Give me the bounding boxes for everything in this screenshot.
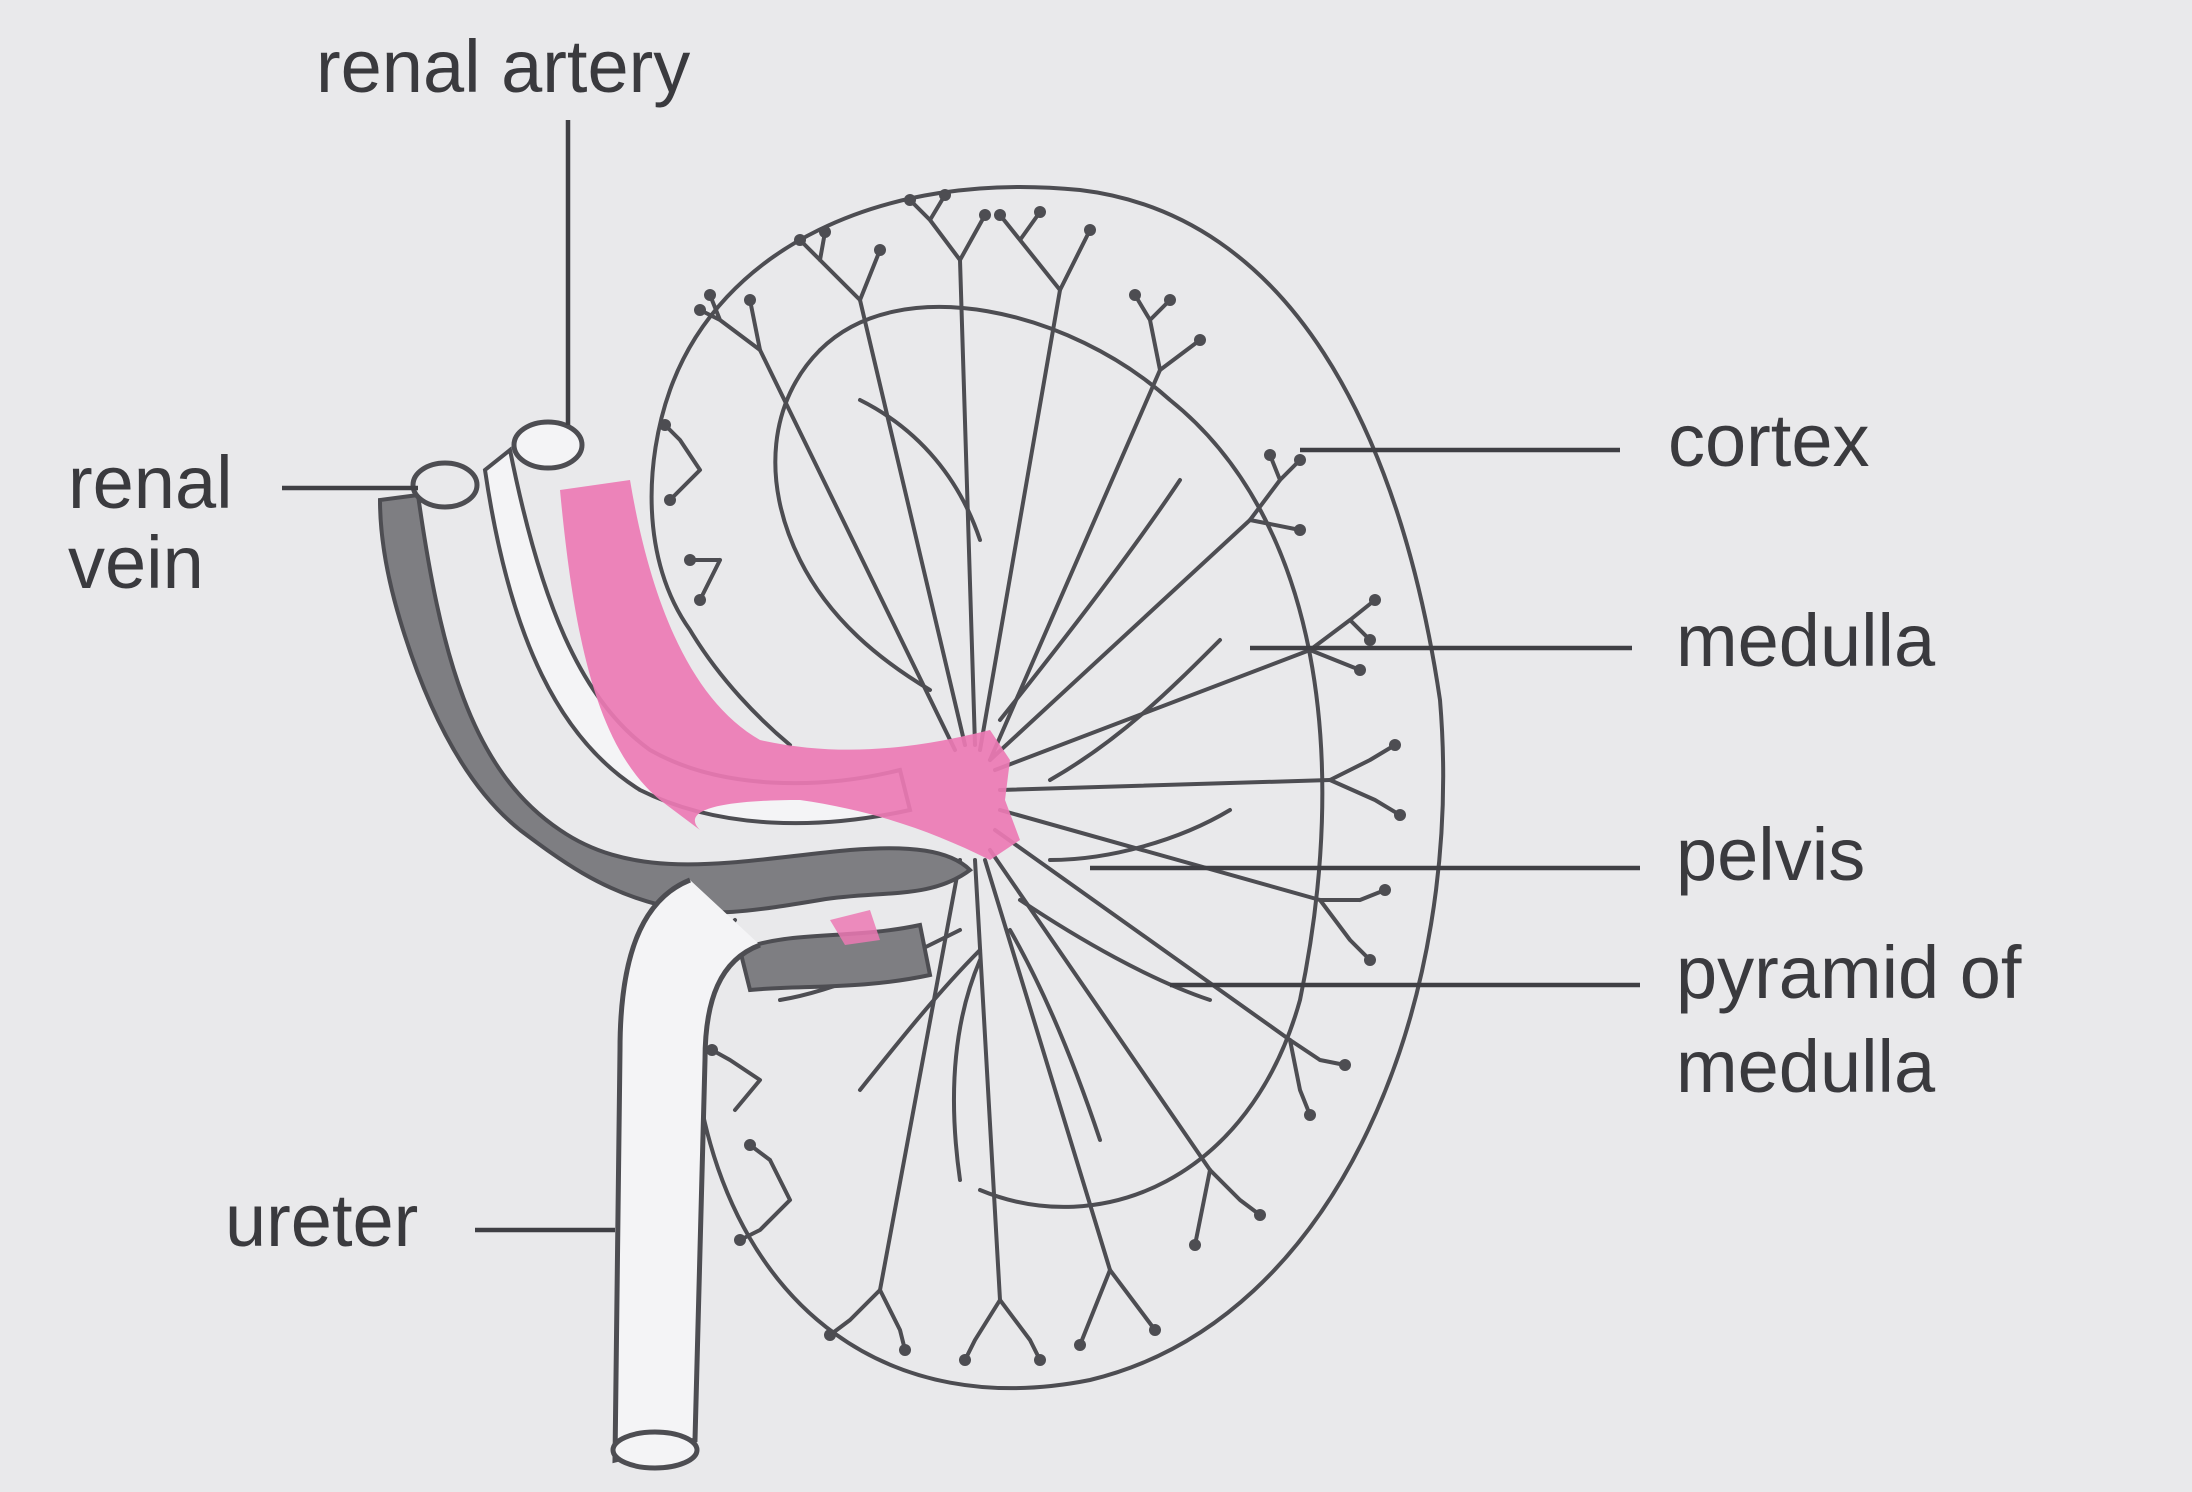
ureter [612,877,761,1464]
vessel-tips [659,189,1406,1366]
artery-blood-small [830,910,880,945]
artery-blood [560,480,1020,860]
renal-artery-opening [511,419,585,471]
label-ureter: ureter [225,1179,418,1262]
label-pyramid-line1: pyramid of [1676,931,2022,1014]
renal-vein-opening [410,460,480,510]
branching-vessels [663,193,1402,1362]
renal-vein [377,492,974,915]
label-renal-artery: renal artery [316,25,690,108]
renal-vein-lower-branch [737,922,933,993]
label-pyramid-line2: medulla [1676,1025,1936,1108]
label-pelvis: pelvis [1676,813,1865,896]
label-cortex: cortex [1668,399,1870,482]
medulla-boundary [818,304,1325,1209]
label-renal-vein-line2: vein [68,521,204,604]
ureter-opening [610,1429,700,1471]
label-medulla: medulla [1676,599,1936,682]
label-renal-vein-line1: renal [68,441,233,524]
